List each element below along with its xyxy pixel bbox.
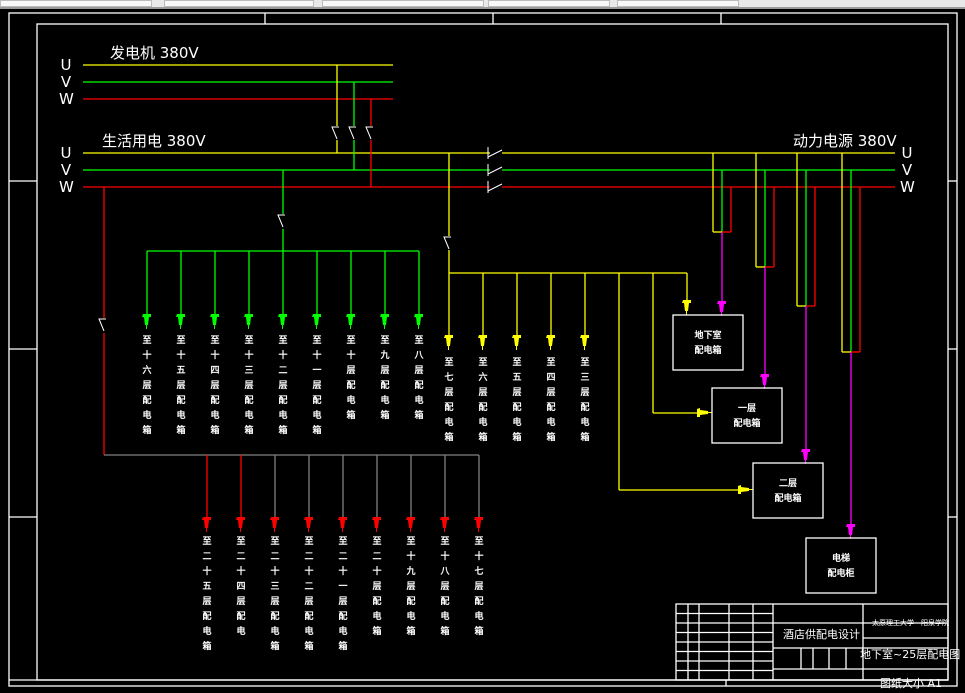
switch-icon <box>443 236 451 250</box>
distribution-box-label: 电梯 <box>831 554 850 564</box>
arrow-icon <box>444 335 453 350</box>
arrow-icon <box>278 314 287 329</box>
floor-feeder-label: 至五层配电箱 <box>512 358 522 443</box>
distribution-box-label: 二层 <box>778 479 797 489</box>
generator-label: 发电机 380V <box>110 44 199 62</box>
floor-feeder-label: 至十九层配电箱 <box>406 537 416 637</box>
distribution-box-label: 配电柜 <box>827 569 855 579</box>
power-source-label: 动力电源 380V <box>793 132 897 150</box>
bus-tie-switch-icon <box>487 164 503 176</box>
floor-feeder-label: 至二十二层配电箱 <box>304 537 314 652</box>
toolbar-field[interactable] <box>0 0 152 7</box>
distribution-box-label: 配电箱 <box>694 346 722 356</box>
floor-feeder-label: 至十六层配电箱 <box>142 336 152 436</box>
phase-w-label: W <box>59 178 74 196</box>
floor-feeder-label: 至十四层配电箱 <box>210 336 220 436</box>
arrow-icon <box>142 314 151 329</box>
arrow-icon <box>738 485 753 494</box>
phase-u-label: U <box>901 144 913 162</box>
arrow-icon <box>478 335 487 350</box>
project-title: 酒店供配电设计 <box>783 628 860 641</box>
phase-w-label: W <box>59 90 74 108</box>
arrow-icon <box>270 517 279 532</box>
floor-feeder-label: 至二十一层配电箱 <box>338 537 348 652</box>
arrow-icon <box>372 517 381 532</box>
switch-icon <box>365 126 373 140</box>
sheet-size: 图纸大小 A1 <box>880 677 943 690</box>
floor-feeder-label: 至九层配电箱 <box>380 336 390 421</box>
floor-feeder-label: 至十一层配电箱 <box>312 336 322 436</box>
switch-icon <box>348 126 356 140</box>
distribution-box <box>805 537 877 594</box>
floor-feeder-label: 至三层配电箱 <box>580 358 590 443</box>
floor-feeder-label: 至七层配电箱 <box>444 358 454 443</box>
phase-v-label: V <box>60 73 72 91</box>
phase-u-label: U <box>60 144 72 162</box>
floor-feeder-label: 至六层配电箱 <box>478 358 488 443</box>
floor-feeder-label: 至十层配电箱 <box>346 336 356 421</box>
floor-feeder-label: 至十五层配电箱 <box>176 336 186 436</box>
floor-feeder-label: 至二十层配电箱 <box>372 537 382 637</box>
arrow-icon <box>346 314 355 329</box>
distribution-box-label: 配电箱 <box>733 419 761 429</box>
arrow-icon <box>202 517 211 532</box>
switch-icon <box>331 126 339 140</box>
bus-tie-switch-icon <box>487 181 503 193</box>
living-power-label: 生活用电 380V <box>102 132 206 150</box>
toolbar-field[interactable] <box>617 0 739 7</box>
switch-icon <box>98 318 106 332</box>
arrow-icon <box>304 517 313 532</box>
floor-feeder-label: 至十八层配电箱 <box>440 537 450 637</box>
arrow-icon <box>210 314 219 329</box>
phase-w-label: W <box>900 178 915 196</box>
arrow-icon <box>717 301 726 316</box>
floor-feeder-label: 至二十五层配电箱 <box>202 537 212 652</box>
arrow-icon <box>512 335 521 350</box>
drawing-canvas[interactable] <box>0 9 965 693</box>
arrow-icon <box>682 300 691 315</box>
arrow-icon <box>697 408 712 417</box>
distribution-box-label: 一层 <box>737 404 756 414</box>
bus-tie-switch-icon <box>487 147 503 159</box>
floor-feeder-label: 至八层配电箱 <box>414 336 424 421</box>
arrow-icon <box>546 335 555 350</box>
arrow-icon <box>474 517 483 532</box>
cad-toolbar <box>0 0 965 9</box>
arrow-icon <box>801 449 810 464</box>
arrow-icon <box>760 374 769 389</box>
arrow-icon <box>176 314 185 329</box>
phase-u-label: U <box>60 56 72 74</box>
school-name: 太原理工大学 阳泉学院 <box>872 619 949 627</box>
floor-feeder-label: 至二十四层配电 <box>236 537 246 637</box>
floor-feeder-label: 至十二层配电箱 <box>278 336 288 436</box>
distribution-box-label: 配电箱 <box>774 494 802 504</box>
arrow-icon <box>236 517 245 532</box>
phase-v-label: V <box>901 161 913 179</box>
floor-feeder-label: 至十七层配电箱 <box>474 537 484 637</box>
distribution-box <box>672 314 744 371</box>
arrow-icon <box>406 517 415 532</box>
arrow-icon <box>244 314 253 329</box>
floor-feeder-label: 至十三层配电箱 <box>244 336 254 436</box>
distribution-box <box>711 387 783 444</box>
toolbar-field[interactable] <box>488 0 610 7</box>
distribution-box <box>752 462 824 519</box>
arrow-icon <box>338 517 347 532</box>
distribution-box-label: 地下室 <box>694 331 722 341</box>
switch-icon <box>277 214 285 228</box>
arrow-icon <box>440 517 449 532</box>
toolbar-field[interactable] <box>164 0 314 7</box>
arrow-icon <box>846 524 855 539</box>
arrow-icon <box>380 314 389 329</box>
drawing-name: 地下室~25层配电图 <box>860 648 961 661</box>
floor-feeder-label: 至四层配电箱 <box>546 358 556 443</box>
phase-v-label: V <box>60 161 72 179</box>
toolbar-field[interactable] <box>322 0 484 7</box>
floor-feeder-label: 至二十三层配电箱 <box>270 537 280 652</box>
arrow-icon <box>580 335 589 350</box>
arrow-icon <box>312 314 321 329</box>
arrow-icon <box>414 314 423 329</box>
